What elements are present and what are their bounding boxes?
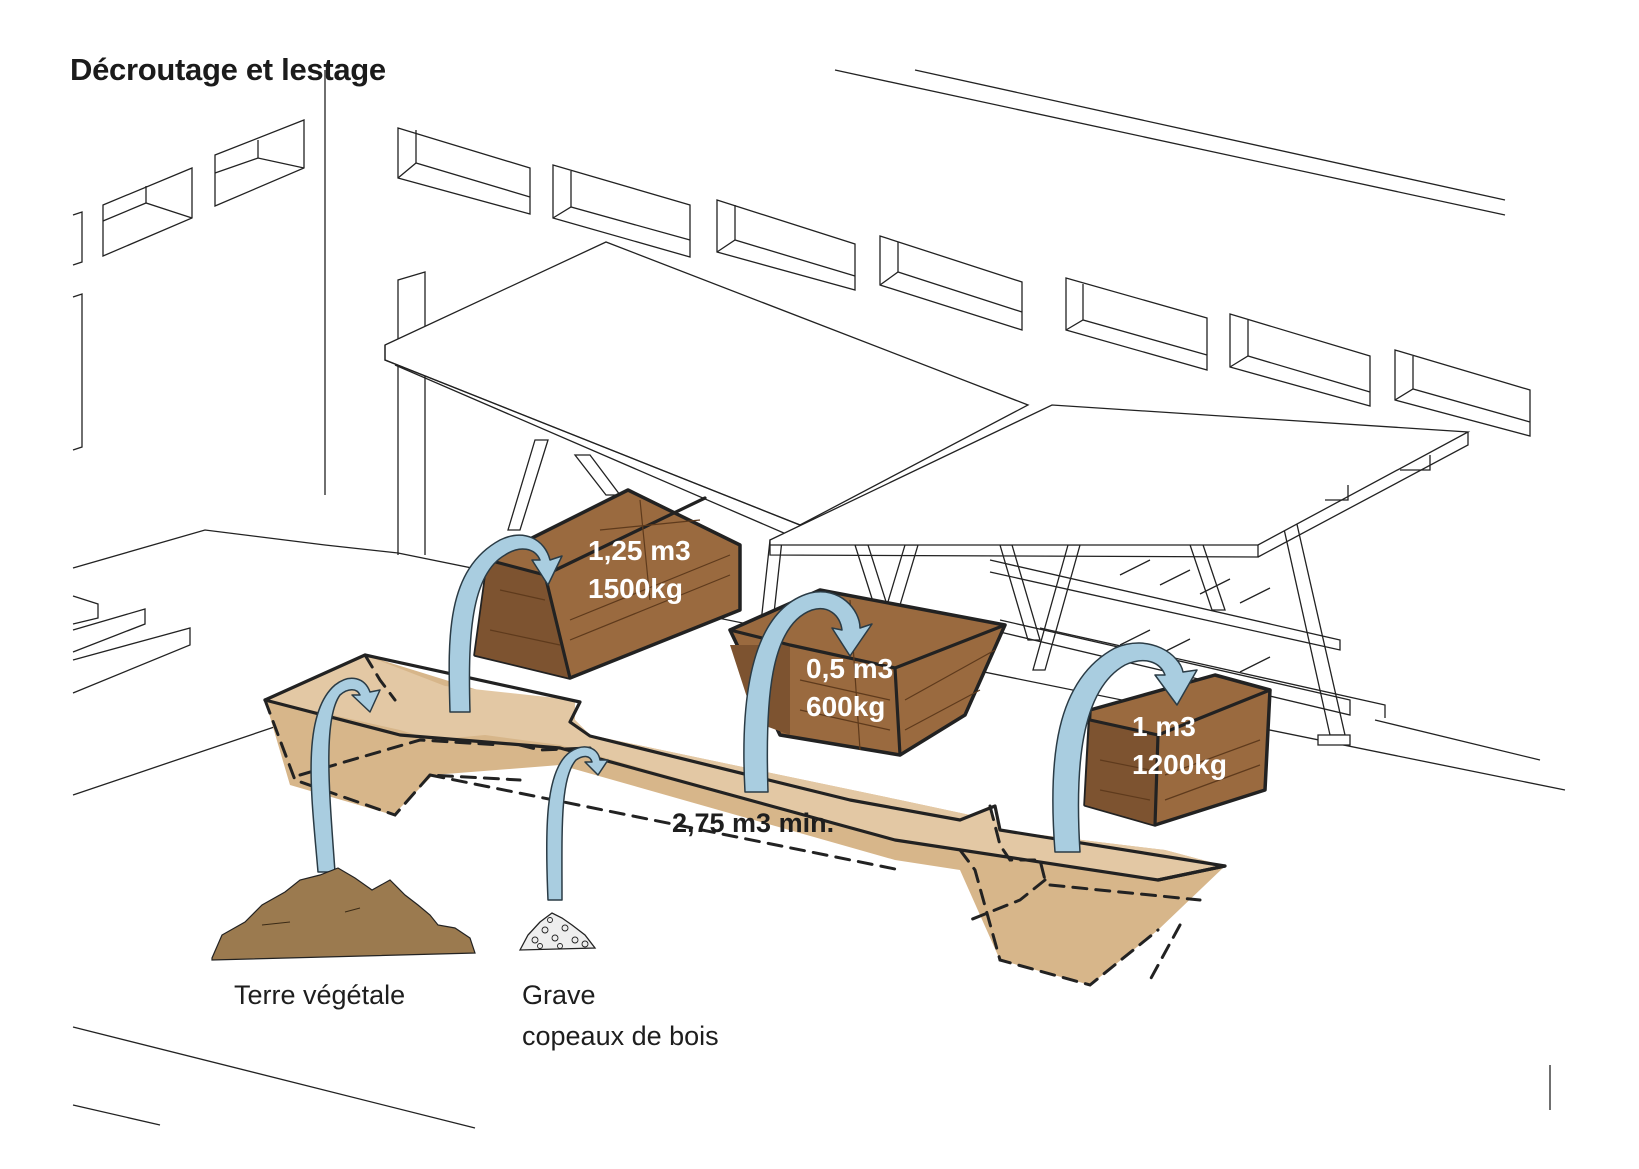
box-left-weight: 1500kg xyxy=(588,573,683,604)
arrow-to-box-middle-icon xyxy=(743,591,873,793)
arrow-to-box-left-icon xyxy=(448,534,563,713)
trench-volume-label: 2,75 m3 min. xyxy=(672,808,835,838)
box-left-shape xyxy=(473,488,742,680)
material-gravel-label: Grave copeaux de bois xyxy=(522,975,719,1057)
box-right-weight: 1200kg xyxy=(1132,749,1227,780)
windows-right-row xyxy=(397,127,1531,437)
diagram-title: Décroutage et lestage xyxy=(70,52,386,87)
soil-pile-icon xyxy=(211,867,476,961)
box-right-label: 1 m3 1200kg xyxy=(1132,708,1227,784)
steps xyxy=(72,595,191,694)
window-left-2 xyxy=(214,119,305,207)
box-left-volume: 1,25 m3 xyxy=(588,535,691,566)
box-middle-shape xyxy=(728,588,1007,757)
material-topsoil-line-1: Terre végétale xyxy=(234,980,406,1010)
box-left-label: 1,25 m3 1500kg xyxy=(588,532,691,608)
arrow-topsoil-in-icon xyxy=(310,677,381,873)
box-right-shape xyxy=(1083,673,1272,827)
material-gravel-line-2: copeaux de bois xyxy=(522,1021,719,1051)
flow-arrows xyxy=(310,534,1198,901)
roof-panels xyxy=(384,241,1471,558)
material-topsoil-label: Terre végétale xyxy=(234,975,405,1016)
box-right-volume: 1 m3 xyxy=(1132,711,1196,742)
arrow-gravel-in-icon xyxy=(545,746,609,901)
arrow-to-box-right-icon xyxy=(1052,642,1198,853)
building-background xyxy=(72,69,1566,1129)
box-middle-weight: 600kg xyxy=(806,691,886,722)
box-middle-label: 0,5 m3 600kg xyxy=(806,650,893,726)
box-middle-volume: 0,5 m3 xyxy=(806,653,894,684)
window-left-1 xyxy=(102,167,193,257)
material-gravel-line-1: Grave xyxy=(522,980,596,1010)
gravel-pile-icon xyxy=(518,912,597,951)
